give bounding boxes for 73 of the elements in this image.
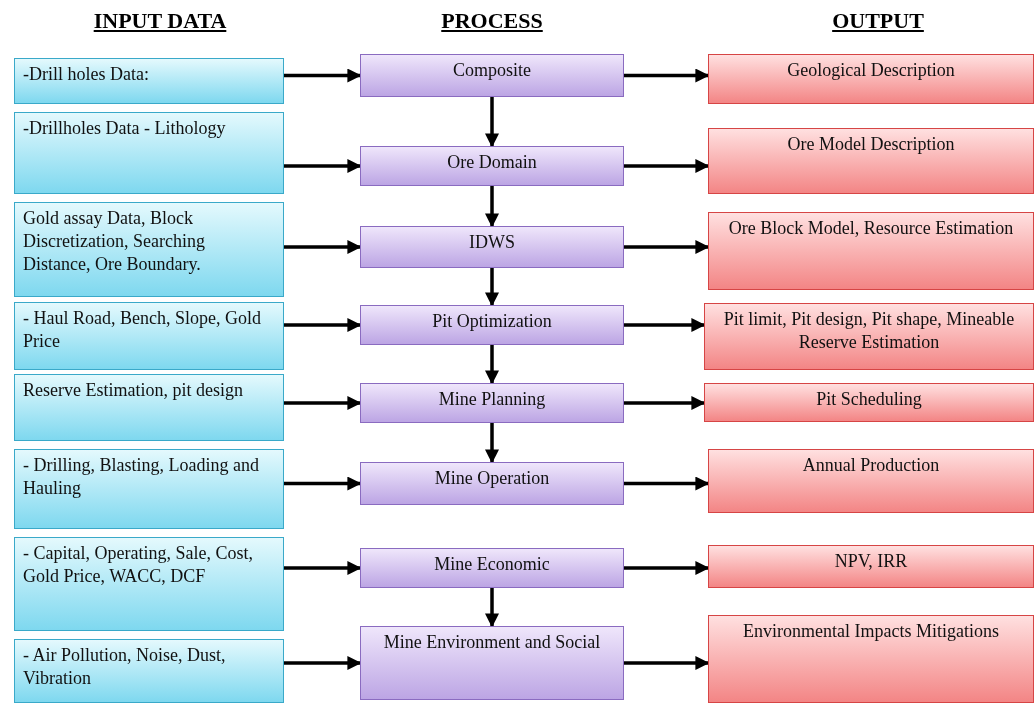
box-text: Mine Operation bbox=[434, 467, 550, 490]
process-box bbox=[360, 226, 624, 268]
box-text: Pit limit, Pit design, Pit shape, Mineable Reserve Estimation bbox=[722, 308, 1016, 354]
box-text: -Drill holes Data: bbox=[23, 63, 149, 86]
input-box bbox=[14, 449, 284, 529]
box-text: NPV, IRR bbox=[834, 550, 908, 573]
arrow bbox=[624, 159, 710, 173]
box-text: Ore Domain bbox=[447, 151, 537, 174]
arrow bbox=[485, 345, 499, 385]
arrow bbox=[284, 318, 362, 332]
arrow bbox=[284, 561, 362, 575]
arrow bbox=[485, 186, 499, 228]
process-box bbox=[360, 54, 624, 97]
process-box bbox=[360, 305, 624, 345]
arrow bbox=[485, 423, 499, 464]
input-box bbox=[14, 202, 284, 297]
box-text: IDWS bbox=[469, 231, 515, 254]
column-heading: OUTPUT bbox=[832, 8, 924, 34]
output-box bbox=[708, 449, 1034, 513]
output-box bbox=[704, 383, 1034, 422]
input-box bbox=[14, 374, 284, 441]
box-text: Mine Planning bbox=[438, 388, 546, 411]
arrow bbox=[624, 396, 706, 410]
input-box bbox=[14, 537, 284, 631]
arrow bbox=[624, 656, 710, 670]
box-text: Ore Block Model, Resource Estimation bbox=[728, 217, 1014, 240]
box-text: - Drilling, Blasting, Loading and Hauling bbox=[23, 454, 260, 500]
arrow bbox=[624, 240, 710, 254]
input-box bbox=[14, 58, 284, 104]
arrow bbox=[284, 396, 362, 410]
column-heading: INPUT DATA bbox=[93, 8, 227, 34]
box-text: Ore Model Description bbox=[787, 133, 955, 156]
box-text: -Drillholes Data - Lithology bbox=[23, 117, 226, 140]
column-heading: PROCESS bbox=[441, 8, 543, 34]
box-text: Mine Environment and Social bbox=[383, 631, 601, 654]
box-text: Gold assay Data, Block Discretization, Searching Distance, Ore Boundary. bbox=[23, 207, 206, 276]
box-text: Pit Optimization bbox=[432, 310, 552, 333]
arrow bbox=[624, 68, 710, 83]
arrow bbox=[624, 318, 706, 332]
box-text: Composite bbox=[453, 59, 531, 82]
box-text: - Air Pollution, Noise, Dust, Vibration bbox=[23, 644, 227, 690]
arrow bbox=[284, 159, 362, 173]
process-box bbox=[360, 462, 624, 505]
output-box bbox=[708, 54, 1034, 104]
arrow bbox=[485, 588, 499, 628]
arrow bbox=[284, 656, 362, 670]
input-box bbox=[14, 112, 284, 194]
box-text: Environmental Impacts Mitigations bbox=[743, 620, 999, 643]
output-box bbox=[708, 615, 1034, 703]
output-box bbox=[708, 212, 1034, 290]
arrow bbox=[624, 476, 710, 491]
process-box bbox=[360, 383, 624, 423]
arrow bbox=[485, 268, 499, 307]
arrow bbox=[485, 97, 499, 148]
box-text: Mine Economic bbox=[434, 553, 550, 576]
arrow bbox=[624, 561, 710, 575]
box-text: Reserve Estimation, pit design bbox=[23, 379, 243, 402]
arrow bbox=[284, 240, 362, 254]
output-box bbox=[704, 303, 1034, 370]
input-box bbox=[14, 302, 284, 370]
process-box bbox=[360, 626, 624, 700]
arrow bbox=[284, 476, 362, 491]
process-box bbox=[360, 548, 624, 588]
box-text: - Capital, Operating, Sale, Cost, Gold Price, WACC, DCF bbox=[23, 542, 254, 588]
process-box bbox=[360, 146, 624, 186]
arrow bbox=[284, 68, 362, 83]
box-text: Annual Production bbox=[802, 454, 940, 477]
output-box bbox=[708, 128, 1034, 194]
output-box bbox=[708, 545, 1034, 588]
box-text: Geological Description bbox=[787, 59, 955, 82]
input-box bbox=[14, 639, 284, 703]
box-text: - Haul Road, Bench, Slope, Gold Price bbox=[23, 307, 262, 353]
box-text: Pit Scheduling bbox=[816, 388, 922, 411]
